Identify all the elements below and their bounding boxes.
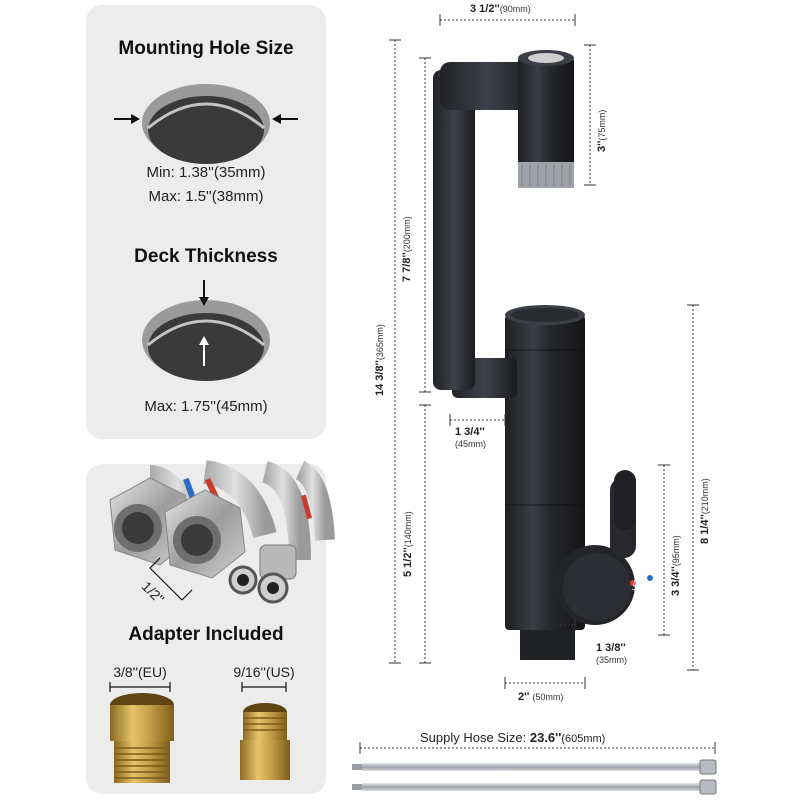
dim-top-width: 3 1/2''(90mm)	[470, 3, 531, 15]
mounting-max-text: Max: 1.5''(38mm)	[148, 188, 264, 205]
deck-max-text: Max: 1.75''(45mm)	[144, 398, 268, 415]
dim-arm-offset-value: 1 3/4''	[455, 426, 485, 438]
hose-size-mm: (605mm)	[561, 733, 606, 745]
dim-base-dia-value: 2''	[518, 691, 530, 703]
dim-top-width-mm: (90mm)	[499, 4, 531, 14]
dim-shank-dia-value: 1 3/8''	[596, 642, 626, 654]
dim-base-dia-mm: (50mm)	[532, 692, 564, 702]
hose-size-value: 23.6''	[529, 730, 562, 745]
hose-size-label: Supply Hose Size: 23.6''(605mm)	[420, 730, 605, 745]
dim-top-width-value: 3 1/2''	[470, 3, 500, 15]
adapter-us-label: 9/16''(US)	[233, 664, 295, 680]
adapter-included-title: Adapter Included	[128, 624, 284, 645]
dim-arm-offset: 1 3/4''(45mm)	[455, 426, 486, 450]
deck-thickness-title: Deck Thickness	[134, 246, 278, 267]
adapter-eu-label: 3/8''(EU)	[113, 664, 167, 680]
mounting-hole-title: Mounting Hole Size	[118, 38, 294, 59]
dim-shank-dia: 1 3/8''(35mm)	[596, 642, 627, 666]
dim-shank-dia-mm: (35mm)	[596, 655, 627, 665]
mounting-min-text: Min: 1.38''(35mm)	[146, 164, 266, 181]
hose-size-prefix: Supply Hose Size:	[420, 730, 530, 745]
dim-arm-offset-mm: (45mm)	[455, 439, 486, 449]
dim-base-dia: 2'' (50mm)	[518, 691, 563, 703]
